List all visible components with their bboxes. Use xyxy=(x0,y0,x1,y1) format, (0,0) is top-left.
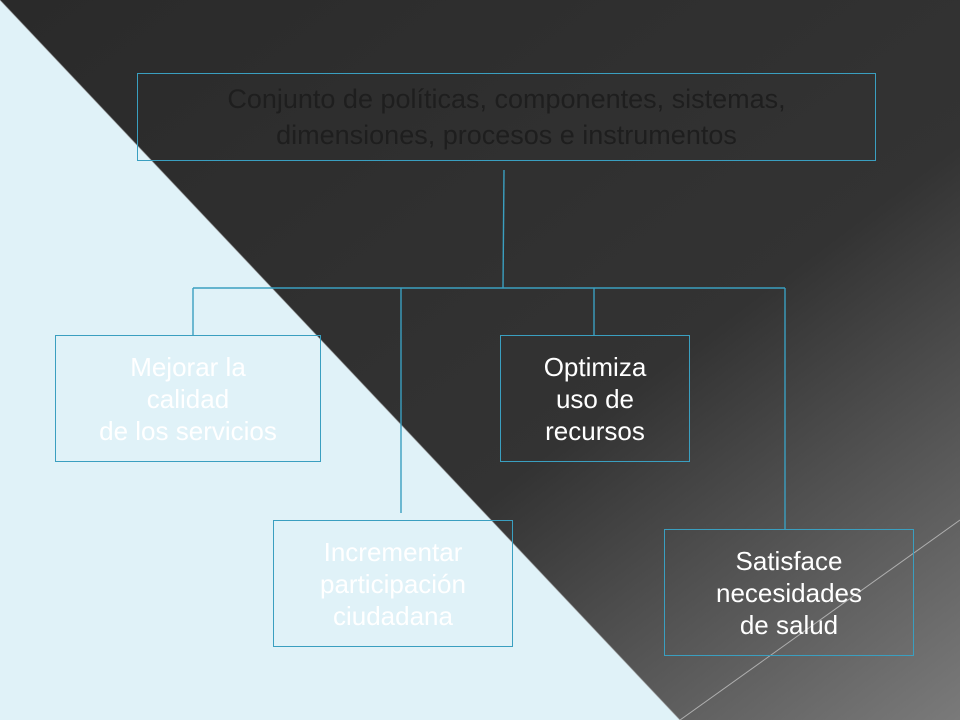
child-label-mejorar: Mejorar la calidad de los servicios xyxy=(99,351,277,446)
child-box-incrementar: Incrementar participación ciudadana xyxy=(273,520,513,647)
child-label-optimiza: Optimiza uso de recursos xyxy=(543,351,647,446)
root-box: Conjunto de políticas, componentes, sist… xyxy=(137,73,876,161)
child-label-incrementar: Incrementar participación ciudadana xyxy=(320,536,466,631)
child-label-satisface: Satisface necesidades de salud xyxy=(716,545,862,640)
child-box-optimiza: Optimiza uso de recursos xyxy=(500,335,690,462)
diagonal-edge xyxy=(0,0,681,720)
root-label: Conjunto de políticas, componentes, sist… xyxy=(227,84,786,150)
connector-root-stem xyxy=(502,169,505,289)
child-box-satisface: Satisface necesidades de salud xyxy=(664,529,914,656)
child-box-mejorar: Mejorar la calidad de los servicios xyxy=(55,335,321,462)
